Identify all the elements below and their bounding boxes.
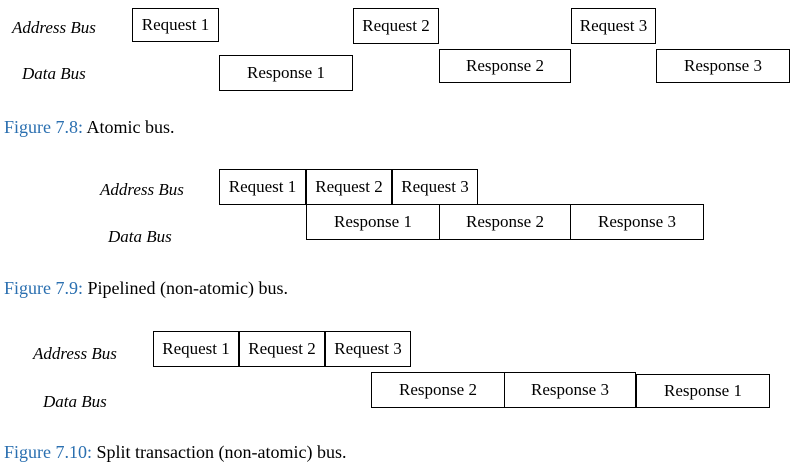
response-box: Response 2 [439,49,571,83]
response-box: Response 3 [656,49,790,83]
request-box: Request 2 [306,169,392,205]
figure-caption-text: Pipelined (non-atomic) bus. [83,278,288,298]
figure-caption-text: Atomic bus. [83,117,175,137]
response-box: Response 1 [219,55,353,91]
figure-number: Figure 7.8: [4,117,83,137]
figure-caption: Figure 7.8: Atomic bus. [4,116,175,138]
address-bus-label: Address Bus [33,344,117,363]
figure-caption-text: Split transaction (non-atomic) bus. [92,442,347,462]
request-box: Request 3 [392,169,478,205]
figure-number: Figure 7.10: [4,442,92,462]
request-box: Request 1 [219,169,306,205]
request-box: Request 1 [153,331,239,367]
response-box: Response 3 [504,372,636,408]
address-bus-label: Address Bus [12,18,96,37]
request-box: Request 2 [239,331,325,367]
request-box: Request 1 [132,8,219,42]
figure-number: Figure 7.9: [4,278,83,298]
request-box: Request 2 [353,8,439,44]
response-box: Response 3 [570,204,704,240]
request-box: Request 3 [325,331,411,367]
data-bus-label: Data Bus [22,64,86,83]
data-bus-label: Data Bus [108,227,172,246]
data-bus-label: Data Bus [43,392,107,411]
response-box: Response 1 [636,374,770,408]
address-bus-label: Address Bus [100,180,184,199]
response-box: Response 2 [371,372,505,408]
response-box: Response 2 [439,204,571,240]
figure-caption: Figure 7.10: Split transaction (non-atom… [4,441,346,463]
response-box: Response 1 [306,204,440,240]
figure-caption: Figure 7.9: Pipelined (non-atomic) bus. [4,277,288,299]
request-box: Request 3 [571,8,656,44]
